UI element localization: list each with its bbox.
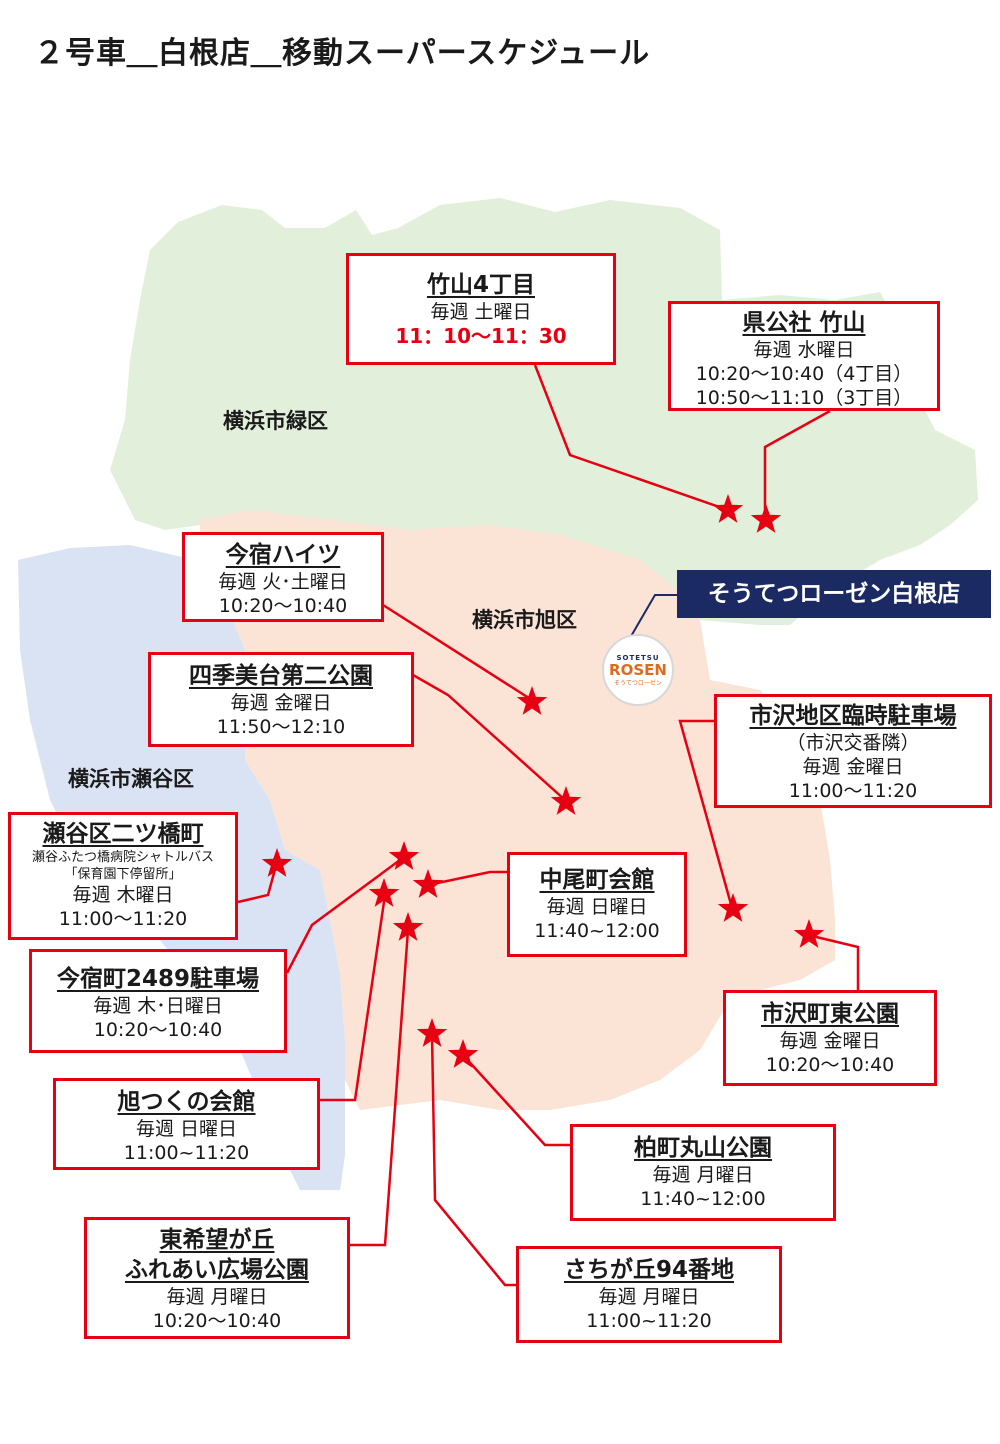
stop-schedule: 毎週 金曜日 — [779, 1030, 881, 1052]
connector-sachigaoka — [430, 1034, 516, 1287]
connector-higashikibo — [350, 929, 410, 1247]
stop-box-shikimidai: 四季美台第二公園 毎週 金曜日 11:50～12:10 — [148, 652, 414, 747]
connector-imajuku-heights — [382, 603, 533, 702]
star-marker-icon — [793, 919, 825, 948]
stop-time: 10:20～10:40 — [218, 595, 348, 617]
page-title: ２号車＿白根店＿移動スーパースケジュール — [34, 36, 651, 71]
stop-box-sachigaoka94: さちが丘94番地 毎週 月曜日 11:00~11:20 — [516, 1246, 782, 1343]
stop-schedule: 毎週 月曜日 — [652, 1164, 754, 1186]
stop-markers — [261, 494, 825, 1068]
stop-box-imajuku2489: 今宿町2489駐車場 毎週 木･日曜日 10:20～10:40 — [29, 949, 287, 1053]
stop-time: 11:00～11:20 — [58, 908, 188, 930]
stop-schedule: 毎週 木曜日 — [72, 884, 174, 906]
stop-name: 市沢地区臨時駐車場 — [749, 703, 957, 729]
stop-time: 10:20～10:40 — [765, 1054, 895, 1076]
stop-box-tsukuno: 旭つくの会館 毎週 日曜日 11:00~11:20 — [53, 1078, 320, 1170]
stop-name: 竹山4丁目 — [426, 272, 535, 298]
stop-box-kashiwa-maruyama: 柏町丸山公園 毎週 月曜日 11:40~12:00 — [570, 1124, 836, 1221]
star-marker-icon — [412, 869, 444, 898]
connector-ichisawa-higashi — [807, 933, 860, 992]
star-marker-icon — [447, 1039, 479, 1068]
stop-time: 11：10～11：30 — [395, 324, 567, 348]
connector-imajuku2489 — [285, 855, 405, 974]
stop-name: 四季美台第二公園 — [189, 663, 373, 689]
stop-name: 旭つくの会館 — [117, 1089, 256, 1115]
connector-shikimidai — [412, 673, 566, 801]
stop-name: 東希望が丘 — [159, 1227, 275, 1253]
connector-store — [629, 594, 677, 639]
connector-takeyama4 — [533, 364, 729, 512]
star-marker-icon — [516, 686, 548, 715]
stop-time: 11:00~11:20 — [123, 1142, 250, 1164]
stop-schedule: 毎週 水曜日 — [753, 339, 855, 361]
stop-note: （市沢交番隣） — [786, 732, 920, 754]
stop-schedule: 毎週 月曜日 — [166, 1286, 268, 1308]
stop-schedule: 毎週 金曜日 — [230, 692, 332, 714]
stop-name: 柏町丸山公園 — [634, 1135, 772, 1161]
star-marker-icon — [368, 878, 400, 907]
ward-label-asahi: 横浜市旭区 — [472, 608, 577, 632]
stop-note-2: 「保育園下停留所」 — [64, 867, 182, 882]
star-marker-icon — [712, 494, 744, 523]
stop-box-higashikibogaoka: 東希望が丘 ふれあい広場公園 毎週 月曜日 10:20～10:40 — [84, 1217, 350, 1339]
stop-time: 11:00~11:20 — [586, 1310, 712, 1332]
ward-label-seya: 横浜市瀬谷区 — [68, 767, 194, 791]
logo-main-text: ROSEN — [609, 661, 667, 679]
stop-schedule: 毎週 日曜日 — [135, 1118, 238, 1140]
stop-name: 中尾町会館 — [539, 867, 655, 893]
connector-tsukuno — [320, 894, 387, 1102]
star-marker-icon — [717, 893, 749, 922]
stop-schedule: 毎週 土曜日 — [430, 301, 532, 323]
connector-nakao — [427, 870, 507, 887]
stop-name-2: ふれあい広場公園 — [125, 1257, 309, 1283]
connector-ichisawa-chiku — [678, 719, 734, 909]
stop-box-imajuku-heights: 今宿ハイツ 毎週 火･土曜日 10:20～10:40 — [182, 532, 384, 622]
stop-box-nakao: 中尾町会館 毎週 日曜日 11:40~12:00 — [507, 852, 687, 957]
stop-box-ichisawa-higashi: 市沢町東公園 毎週 金曜日 10:20～10:40 — [723, 990, 937, 1086]
stop-time: 10:20～10:40 — [152, 1310, 282, 1332]
stop-schedule: 毎週 火･土曜日 — [218, 571, 348, 593]
stop-box-kenkosha-takeyama: 県公社 竹山 毎週 水曜日 10:20～10:40（4丁目） 10:50～11:… — [668, 301, 940, 411]
star-marker-icon — [388, 841, 420, 870]
stop-name: 今宿町2489駐車場 — [56, 966, 259, 992]
star-marker-icon — [261, 848, 293, 877]
stop-time-1: 10:20～10:40（4丁目） — [695, 363, 913, 385]
stop-time-2: 10:50～11:10（3丁目） — [695, 387, 913, 409]
stop-time: 11:00～11:20 — [788, 780, 918, 802]
star-marker-icon — [750, 504, 782, 533]
star-marker-icon — [392, 912, 424, 941]
stop-time: 11:40~12:00 — [640, 1188, 766, 1210]
stop-box-takeyama4: 竹山4丁目 毎週 土曜日 11：10～11：30 — [346, 253, 616, 365]
star-marker-icon — [550, 786, 582, 815]
star-marker-icon — [416, 1018, 448, 1047]
stop-schedule: 毎週 木･日曜日 — [93, 995, 223, 1017]
connector-kenkosha — [763, 409, 831, 518]
logo-top-text: SOTETSU — [616, 654, 660, 662]
stop-time: 11:50～12:10 — [216, 716, 346, 738]
stop-box-futatsubashi: 瀬谷区二ツ橋町 瀬谷ふたつ橋病院シャトルバス 「保育園下停留所」 毎週 木曜日 … — [8, 812, 238, 940]
store-label: そうてつローゼン白根店 — [677, 570, 991, 618]
stop-time: 11:40~12:00 — [534, 920, 660, 942]
connector-kashiwa — [462, 1054, 570, 1147]
connector-lines — [237, 364, 860, 1287]
stop-name: さちが丘94番地 — [563, 1257, 734, 1283]
stop-name: 県公社 竹山 — [742, 310, 866, 336]
connector-futatsubashi — [237, 861, 279, 904]
stop-schedule: 毎週 月曜日 — [598, 1286, 700, 1308]
ward-label-midori: 横浜市緑区 — [223, 409, 328, 433]
logo-sub-text: そうてつローゼン — [614, 680, 662, 687]
stop-name: 今宿ハイツ — [225, 542, 341, 568]
rosen-logo: SOTETSU ROSEN そうてつローゼン — [602, 634, 674, 706]
stop-name: 市沢町東公園 — [761, 1001, 899, 1027]
stop-schedule: 毎週 金曜日 — [802, 756, 904, 778]
stop-time: 10:20～10:40 — [93, 1019, 223, 1041]
stop-schedule: 毎週 日曜日 — [546, 896, 648, 918]
stop-box-ichisawa-chiku: 市沢地区臨時駐車場 （市沢交番隣） 毎週 金曜日 11:00～11:20 — [714, 694, 992, 808]
stop-note-1: 瀬谷ふたつ橋病院シャトルバス — [31, 850, 214, 865]
stop-name: 瀬谷区二ツ橋町 — [42, 821, 204, 847]
